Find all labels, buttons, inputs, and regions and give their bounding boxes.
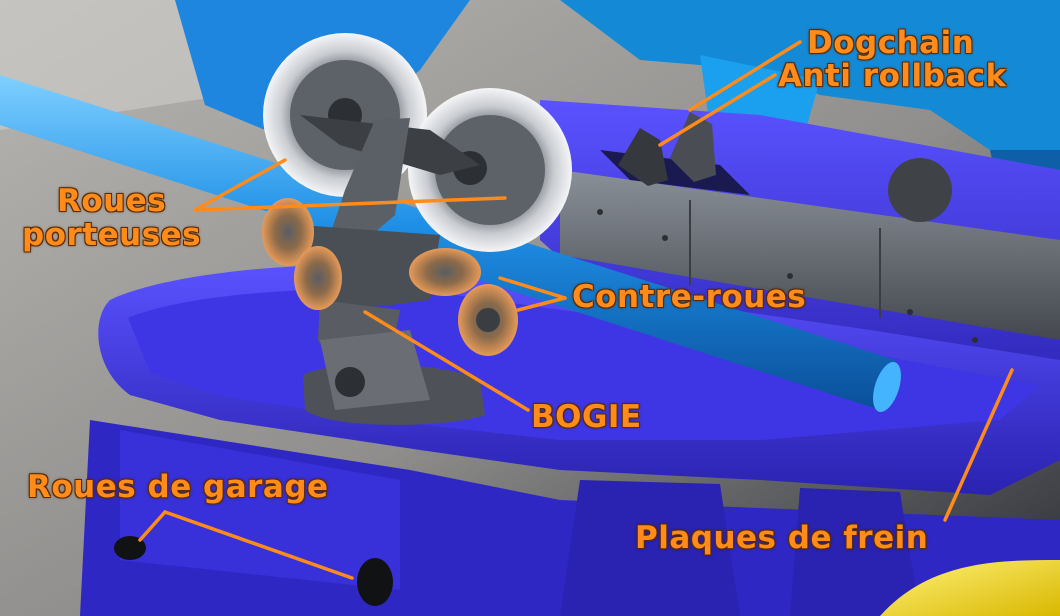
leader-plaques-frein [943, 368, 1014, 522]
leader-roues-garage-2 [163, 510, 354, 580]
rail-tube-end [873, 361, 901, 413]
base-leg-2 [790, 488, 920, 616]
garage-wheel-1 [114, 536, 146, 560]
leader-lines [138, 40, 1014, 580]
label-plaques-de-frein: Plaques de frein [635, 520, 929, 556]
leader-anti-rollback [658, 73, 777, 147]
upstop-wheel-2 [294, 246, 342, 310]
leader-roues-garage-1 [138, 510, 167, 542]
leader-dogchain [688, 40, 802, 112]
upstop-wheel-3-hub [476, 308, 500, 332]
bogie-pivot [335, 367, 365, 397]
label-roues-de-garage: Roues de garage [27, 469, 329, 505]
anti-rollback-pawl-1 [618, 128, 668, 186]
label-roues-porteuses-line1: Roues [57, 183, 167, 219]
leader-roues-porteuses-1 [193, 158, 287, 212]
base-leg [560, 480, 740, 616]
brake-plate-strip [560, 170, 1060, 340]
leader-bogie [363, 310, 530, 412]
garage-wheel-2 [357, 558, 393, 606]
car-body-right [560, 0, 1060, 195]
running-wheel-right-hub [435, 115, 545, 225]
yellow-component [880, 560, 1060, 616]
label-dogchain: Dogchain [807, 25, 975, 61]
label-anti-rollback: Anti rollback [778, 58, 1007, 94]
leader-contre-roues-2 [516, 296, 567, 312]
upstop-wheel-1 [262, 198, 314, 266]
leader-contre-roues-1 [498, 276, 567, 300]
bogie-upright [330, 118, 410, 245]
label-contre-roues: Contre-roues [572, 279, 807, 315]
base-block-left [120, 430, 400, 590]
leader-roues-porteuses-2 [193, 196, 507, 212]
garage-wheel-upper [888, 158, 952, 222]
plate-bolts [597, 209, 978, 343]
label-roues-porteuses-line2: porteuses [22, 217, 202, 253]
rail-tube [0, 75, 895, 410]
anti-rollback-pawl-2 [670, 112, 716, 182]
side-guide-wheel [409, 248, 481, 296]
label-bogie: BOGIE [531, 399, 642, 435]
